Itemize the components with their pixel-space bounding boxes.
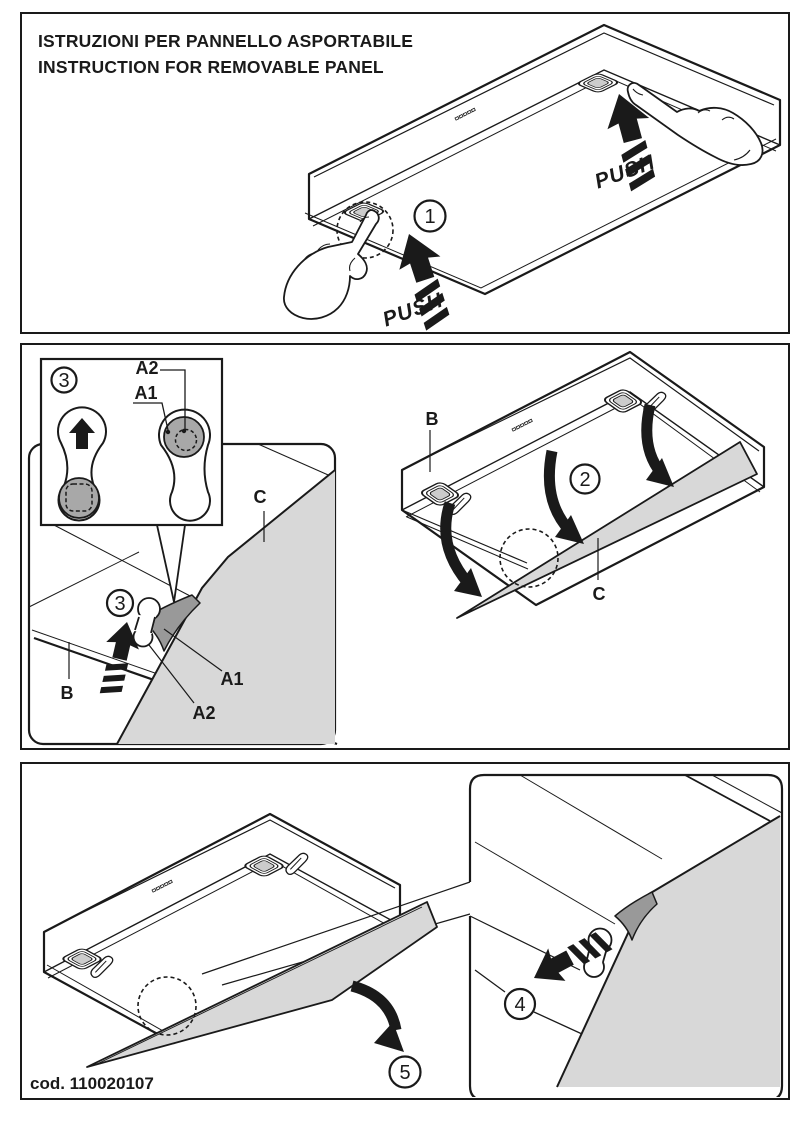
- pointing-hand-icon: [283, 209, 380, 320]
- hinge-highlight-circle: [137, 976, 197, 1036]
- part-label: A2: [135, 358, 158, 378]
- swing-arrow-icon: [440, 501, 482, 597]
- up-arrow-icon: [69, 418, 95, 449]
- figure-step2-3: 2 B C: [27, 350, 766, 746]
- panel-label: C: [593, 584, 606, 604]
- keyhole-slot-locked-icon: [158, 408, 211, 522]
- panel-corner-tab: [614, 891, 658, 941]
- step-1-badge: 1: [413, 199, 447, 233]
- title-english: INSTRUCTION FOR REMOVABLE PANEL: [38, 57, 384, 77]
- step-2-number: 2: [579, 469, 590, 491]
- figure-step4-5: 5: [42, 773, 784, 1097]
- push-label: PUSH: [380, 289, 446, 331]
- page-title: ISTRUZIONI PER PANNELLO ASPORTABILE INST…: [38, 28, 413, 80]
- panel-label: C: [254, 487, 267, 507]
- figure-step1: PUSH PUSH 1: [283, 23, 782, 331]
- step-3-number: 3: [114, 593, 125, 615]
- part-label: A2: [192, 703, 215, 723]
- panel-corner-tab: [141, 594, 201, 652]
- step-2-badge: 2: [569, 463, 601, 495]
- keyhole-clip-icon: [132, 597, 161, 648]
- removable-panel-corner: [557, 816, 780, 1087]
- swing-arrow-icon: [641, 403, 674, 487]
- remove-arrow-icon: [350, 980, 404, 1052]
- step-3-badge: 3: [50, 366, 78, 394]
- latch-highlight-circle: [336, 201, 394, 259]
- step-5-badge: 5: [388, 1055, 422, 1089]
- hinge-highlight-circle: [499, 528, 559, 588]
- keyhole-inset-diagram: A2 A1 3: [39, 357, 224, 603]
- figure-box-step1: ISTRUZIONI PER PANNELLO ASPORTABILE INST…: [20, 12, 790, 334]
- document-code: cod. 110020107: [30, 1074, 154, 1093]
- slide-inset-diagram: 4: [468, 773, 784, 1097]
- removable-panel-open: [456, 441, 758, 619]
- hood-label: B: [61, 683, 74, 703]
- figure-box-step2-3: 2 B C: [20, 343, 790, 750]
- step-4-badge: 4: [503, 987, 537, 1021]
- step-3-badge: 3: [105, 588, 135, 618]
- part-label: A1: [220, 669, 243, 689]
- pointing-hand-icon: [626, 82, 764, 166]
- step-1-number: 1: [424, 206, 435, 228]
- step-5-number: 5: [399, 1062, 410, 1084]
- step-4-number: 4: [514, 994, 525, 1016]
- step-3-number: 3: [58, 370, 69, 392]
- hood-remove-drawing: [42, 812, 471, 1068]
- swing-arrow-icon: [543, 449, 584, 544]
- keyhole-slot-release-icon: [57, 406, 107, 522]
- part-label: A1: [134, 383, 157, 403]
- hood-drawing: [304, 23, 782, 296]
- title-italian: ISTRUZIONI PER PANNELLO ASPORTABILE: [38, 31, 414, 51]
- figure-box-step4-5: 5: [20, 762, 790, 1100]
- hood-label: B: [426, 409, 439, 429]
- removable-panel-corner: [117, 470, 335, 744]
